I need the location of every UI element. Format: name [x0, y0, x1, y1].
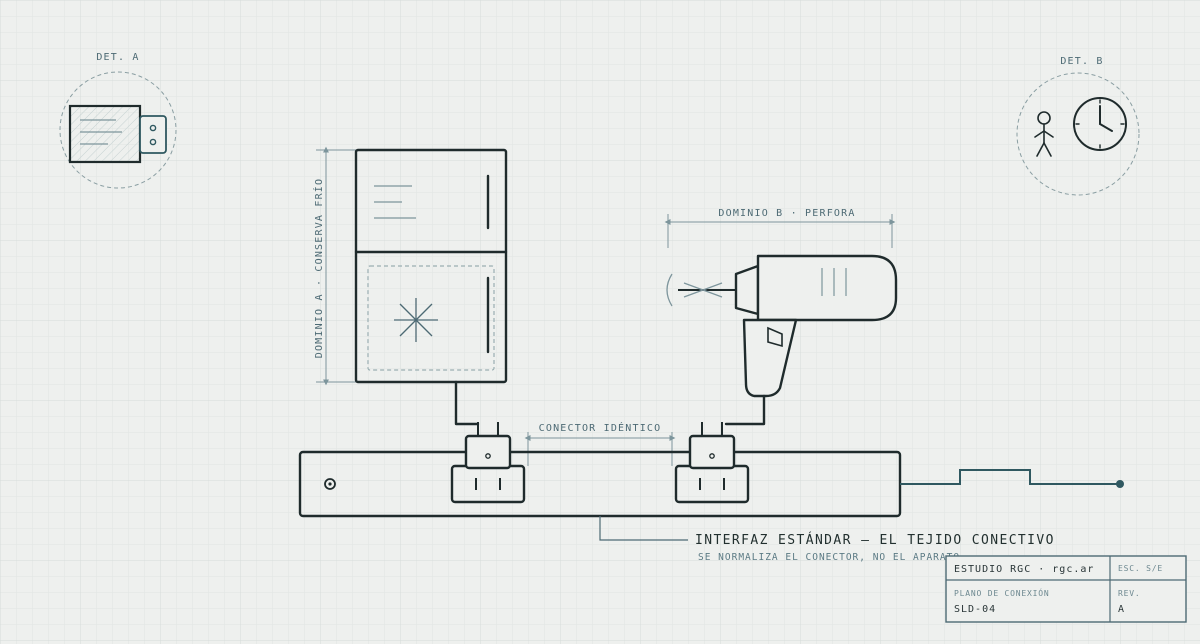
detail-a-label: DET. A — [96, 52, 139, 63]
domain-a-dimension: DOMINIO A · CONSERVA FRÍO — [312, 146, 356, 386]
wire-terminal-dot — [1116, 480, 1124, 488]
clock-icon — [1073, 97, 1127, 151]
revision-label: REV. — [1118, 589, 1140, 598]
snowflake-icon — [394, 298, 438, 342]
caption-subtitle: SE NORMALIZA EL CONECTOR, NO EL APARATO — [698, 552, 960, 563]
domain-b-label: DOMINIO B · PERFORA — [718, 208, 855, 219]
domain-a-label: DOMINIO A · CONSERVA FRÍO — [312, 178, 325, 359]
title-block: ESTUDIO RGC · rgc.ar ESC. S/E PLANO DE C… — [945, 555, 1187, 623]
domain-b-dimension: DOMINIO B · PERFORA — [664, 208, 896, 248]
drill-icon — [666, 254, 898, 398]
refrigerator-cable — [454, 380, 480, 426]
output-wire — [900, 469, 1118, 485]
revision-value: A — [1118, 604, 1125, 615]
plug-right — [688, 422, 736, 470]
refrigerator-icon — [354, 148, 508, 384]
detail-b-label: DET. B — [1060, 56, 1103, 67]
plug-module-icon — [68, 104, 167, 164]
studio-name: ESTUDIO RGC · rgc.ar — [954, 564, 1094, 575]
person-icon — [1034, 111, 1054, 157]
plan-code: SLD-04 — [954, 604, 996, 615]
detail-b: DET. B — [1016, 56, 1140, 196]
plug-left — [464, 422, 512, 470]
detail-a: DET. A — [59, 52, 177, 189]
plan-label: PLANO DE CONEXIÓN — [954, 587, 1049, 598]
drill-cable — [724, 394, 766, 426]
connector-dimension: CONECTOR IDÉNTICO — [524, 421, 676, 466]
scale-label: ESC. S/E — [1118, 564, 1163, 573]
caption-leader-line — [599, 516, 688, 541]
caption-title: INTERFAZ ESTÁNDAR — EL TEJIDO CONECTIVO — [695, 532, 1055, 548]
power-strip-switch-icon — [324, 478, 336, 490]
connector-label: CONECTOR IDÉNTICO — [539, 421, 662, 434]
